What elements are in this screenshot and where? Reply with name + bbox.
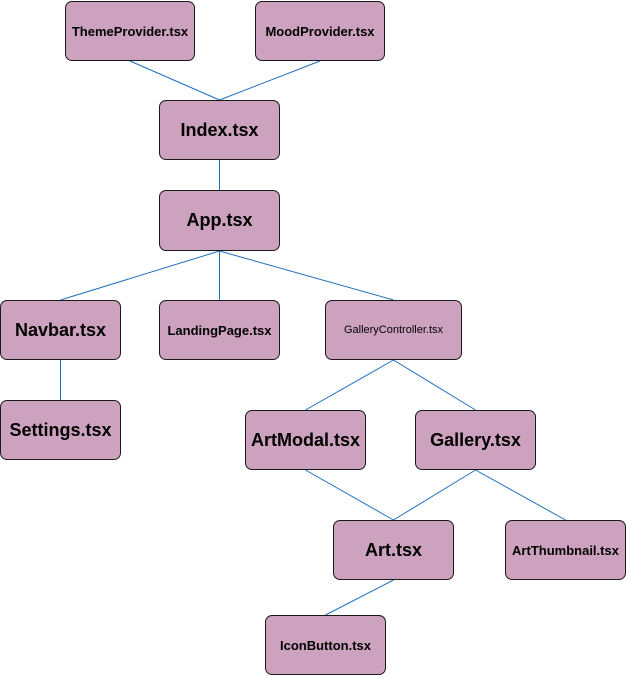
edge-art-modal-to-art xyxy=(305,469,394,521)
node-label: Settings.tsx xyxy=(9,419,112,440)
edge-gallery-controller-to-gallery xyxy=(393,359,476,411)
node-label: ArtModal.tsx xyxy=(250,429,360,450)
node-index[interactable]: Index.tsx xyxy=(159,100,280,160)
node-label: LandingPage.tsx xyxy=(167,322,272,338)
node-label: Navbar.tsx xyxy=(14,319,107,340)
node-art-modal[interactable]: ArtModal.tsx xyxy=(245,410,366,470)
node-label: MoodProvider.tsx xyxy=(265,23,375,39)
edge-app-to-navbar xyxy=(60,250,220,301)
edge-gallery-controller-to-art-modal xyxy=(305,359,394,411)
edge-theme-provider-to-index xyxy=(129,60,220,101)
node-label: App.tsx xyxy=(186,210,253,230)
node-art[interactable]: Art.tsx xyxy=(333,520,454,580)
node-art-thumbnail[interactable]: ArtThumbnail.tsx xyxy=(505,520,626,580)
node-label: IconButton.tsx xyxy=(280,637,371,653)
edge-art-to-icon-button xyxy=(325,579,394,616)
node-label: Gallery.tsx xyxy=(430,429,521,450)
node-label: GalleryController.tsx xyxy=(343,324,444,336)
node-navbar[interactable]: Navbar.tsx xyxy=(0,300,121,360)
node-settings[interactable]: Settings.tsx xyxy=(0,400,121,460)
node-landing-page[interactable]: LandingPage.tsx xyxy=(159,300,280,360)
edge-gallery-to-art-thumbnail xyxy=(475,469,566,521)
node-icon-button[interactable]: IconButton.tsx xyxy=(265,615,386,675)
node-gallery-controller[interactable]: GalleryController.tsx xyxy=(325,300,462,360)
node-gallery[interactable]: Gallery.tsx xyxy=(415,410,536,470)
edge-gallery-to-art xyxy=(393,469,476,521)
edge-app-to-gallery-controller xyxy=(219,250,394,301)
node-label: ArtThumbnail.tsx xyxy=(512,542,619,558)
node-label: Index.tsx xyxy=(180,119,259,140)
node-label: ThemeProvider.tsx xyxy=(71,23,189,39)
node-label: Art.tsx xyxy=(364,539,422,560)
node-mood-provider[interactable]: MoodProvider.tsx xyxy=(255,1,385,61)
node-theme-provider[interactable]: ThemeProvider.tsx xyxy=(65,1,195,61)
node-app[interactable]: App.tsx xyxy=(159,190,280,251)
edge-mood-provider-to-index xyxy=(219,60,321,101)
